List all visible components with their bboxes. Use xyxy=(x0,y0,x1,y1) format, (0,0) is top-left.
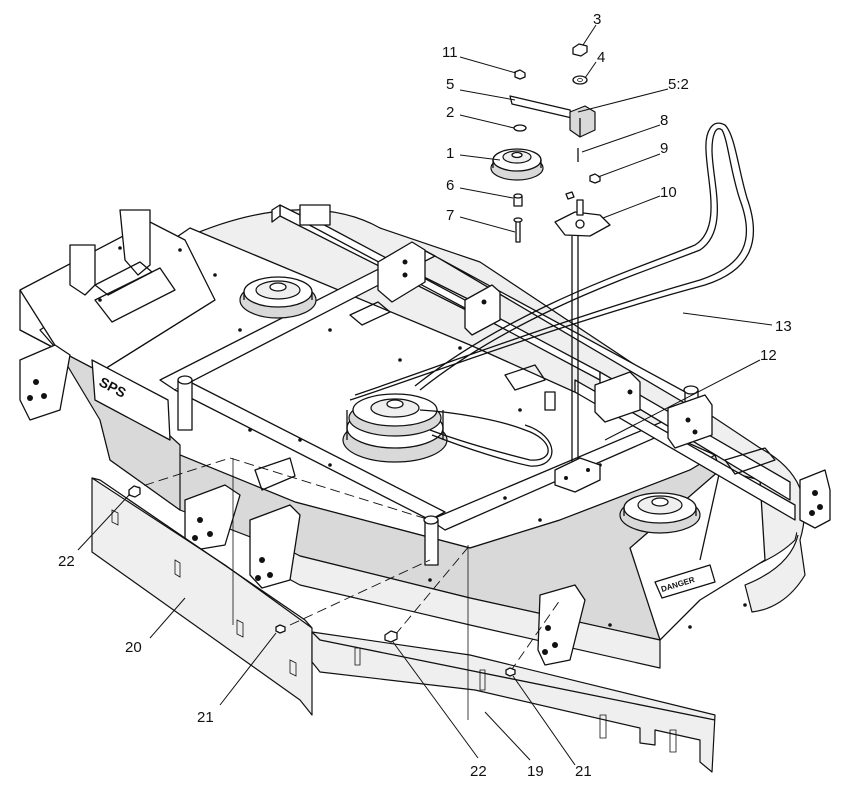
part-5-2-block xyxy=(569,105,596,138)
callout-21-left: 21 xyxy=(197,709,214,726)
part-21-bolt-right xyxy=(505,667,516,677)
part-1-idler-pulley xyxy=(490,148,544,181)
part-21-bolt-left xyxy=(275,624,286,634)
callout-20: 20 xyxy=(125,639,142,656)
drive-belt xyxy=(349,122,755,467)
callout-3: 3 xyxy=(593,11,601,28)
callout-22-right: 22 xyxy=(470,763,487,780)
callout-1: 1 xyxy=(446,145,454,162)
callout-10: 10 xyxy=(660,184,677,201)
callout-21-right: 21 xyxy=(575,763,592,780)
part-3-nut xyxy=(572,43,588,57)
callout-19: 19 xyxy=(527,763,544,780)
callout-22-left: 22 xyxy=(58,553,75,570)
leader-lines xyxy=(77,24,773,766)
callout-11: 11 xyxy=(442,44,458,61)
callout-13: 13 xyxy=(775,318,792,335)
danger-decal: DANGER xyxy=(654,564,716,599)
part-5-idler-arm xyxy=(509,95,573,119)
part-4-washer xyxy=(572,75,588,85)
part-9-nut xyxy=(589,173,601,184)
part-22-nut-left xyxy=(128,485,141,498)
callout-12: 12 xyxy=(760,347,777,364)
part-7-bolt xyxy=(515,219,521,243)
part-11-nut xyxy=(514,69,526,80)
callout-5: 5 xyxy=(446,76,454,93)
baffle-20 xyxy=(91,477,313,716)
callout-9: 9 xyxy=(660,140,668,157)
callout-5-2: 5:2 xyxy=(668,76,689,93)
callout-8: 8 xyxy=(660,112,668,129)
idler-assembly xyxy=(490,43,611,493)
callout-4: 4 xyxy=(597,49,605,66)
callout-2: 2 xyxy=(446,104,454,121)
callout-labels: 3 4 11 5 5:2 2 8 9 1 6 10 7 13 12 22 20 … xyxy=(58,11,792,780)
part-2-washer xyxy=(513,124,527,132)
part-22-nut-right xyxy=(384,630,398,643)
alignment-lines xyxy=(129,457,561,720)
callout-6: 6 xyxy=(446,177,454,194)
baffle-19 xyxy=(311,631,716,773)
left-spindle xyxy=(239,276,317,319)
callout-7: 7 xyxy=(446,207,454,224)
right-spindle xyxy=(619,492,701,534)
deck-frame xyxy=(19,204,831,666)
center-pulley xyxy=(342,393,448,463)
